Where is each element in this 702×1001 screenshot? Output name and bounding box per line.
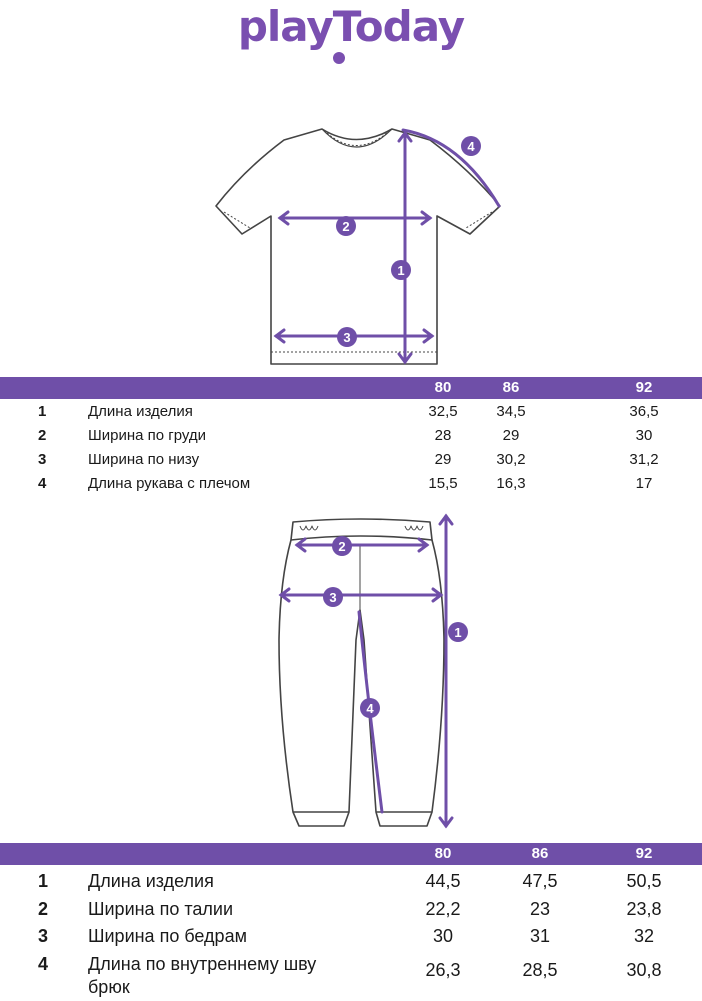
table-row: 2 Ширина по груди 28 29 30 — [38, 427, 653, 444]
row-label-continuation: брюк — [88, 977, 130, 997]
size-86: 86 — [502, 379, 520, 396]
pants-outline — [278, 539, 445, 813]
table-row: 1 Длина изделия 32,5 34,5 36,5 — [38, 403, 659, 420]
marker-2: 2 — [338, 539, 345, 554]
tshirt-table-header: 80 86 92 — [0, 377, 702, 399]
table-row: 3 Ширина по низу 29 30,2 31,2 — [38, 451, 659, 468]
table-row: 2 Ширина по талии 22,2 23 23,8 — [38, 899, 662, 919]
marker-4: 4 — [366, 701, 374, 716]
size-92: 92 — [635, 845, 653, 862]
size-86: 86 — [531, 845, 549, 862]
pants-diagram: 1 2 3 4 — [278, 513, 468, 829]
tshirt-outline — [215, 128, 501, 365]
logo-dot — [333, 52, 345, 64]
size-80: 80 — [434, 845, 452, 862]
pants-table-header: 80 86 92 — [0, 843, 702, 865]
table-row: 1 Длина изделия 44,5 47,5 50,5 — [38, 871, 662, 891]
size-80: 80 — [434, 379, 452, 396]
waistband — [290, 518, 433, 541]
table-row: 4 Длина рукава с плечом 15,5 16,3 17 — [38, 475, 653, 492]
marker-3: 3 — [329, 590, 336, 605]
marker-4: 4 — [467, 139, 475, 154]
table-row: 3 Ширина по бедрам 30 31 32 — [38, 926, 655, 946]
measure-line-4 — [401, 128, 501, 208]
table-row: 4 Длина по внутреннему шву брюк 26,3 28,… — [0, 951, 702, 999]
tshirt-diagram: 1 2 3 4 — [215, 128, 501, 365]
marker-1: 1 — [454, 625, 461, 640]
marker-1: 1 — [397, 263, 404, 278]
brand-logo: playToday — [0, 0, 702, 70]
marker-3: 3 — [343, 330, 350, 345]
size-92: 92 — [635, 379, 653, 396]
brand-name: playToday — [237, 2, 465, 51]
marker-2: 2 — [342, 219, 349, 234]
